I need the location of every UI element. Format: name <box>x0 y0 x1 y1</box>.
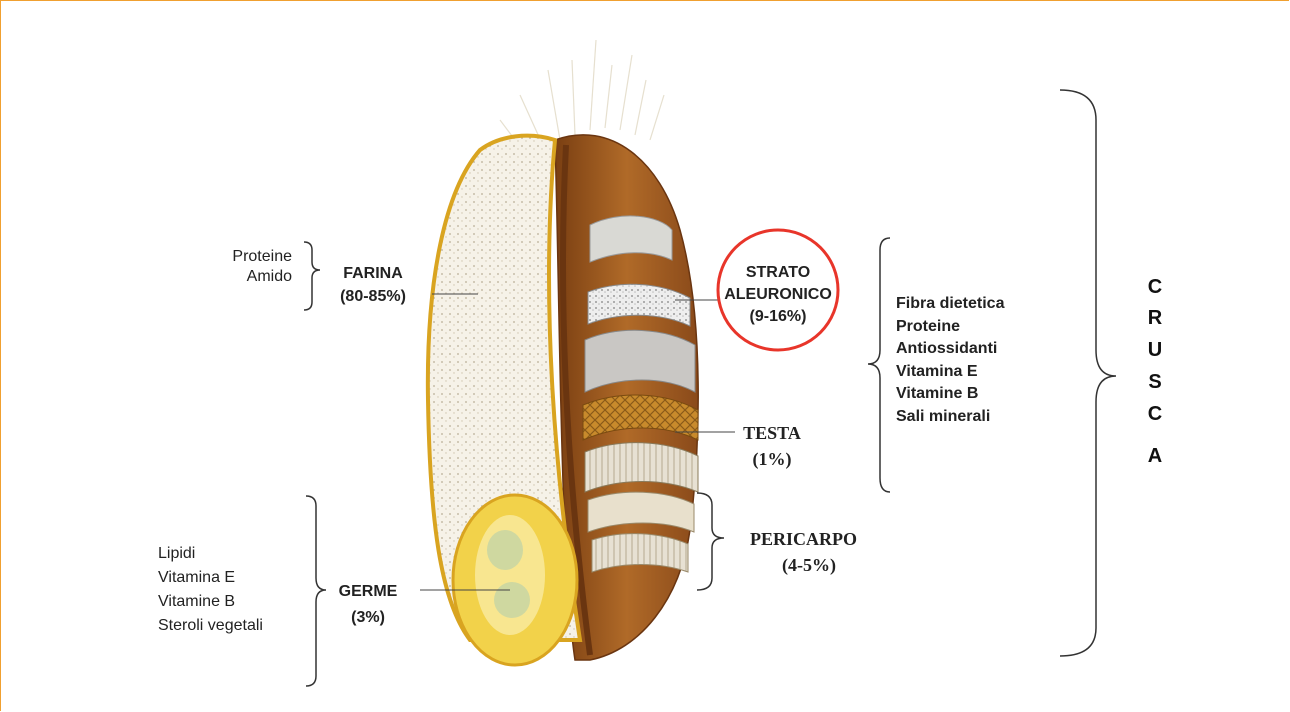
germe-component-0: Lipidi <box>158 542 308 566</box>
crusca-letter-4: C <box>1140 403 1170 426</box>
bran-component-0: Fibra dietetica <box>896 293 1056 316</box>
bran-component-3: Vitamina E <box>896 361 1056 384</box>
farina-percent: (80-85%) <box>328 287 418 307</box>
crusca-letter-3: S <box>1140 371 1170 394</box>
strato-aleuronico-line2: ALEURONICO <box>718 284 838 306</box>
farina-component-1: Amido <box>200 267 292 287</box>
germe-brace <box>306 496 326 686</box>
farina-brace <box>304 242 320 310</box>
strato-aleuronico-percent: (9-16%) <box>718 306 838 328</box>
testa-percent: (1%) <box>732 448 812 470</box>
germe-percent: (3%) <box>328 608 408 628</box>
crusca-letter-5: A <box>1140 445 1170 468</box>
germe-components: Lipidi Vitamina E Vitamine B Steroli veg… <box>158 542 308 638</box>
germe-component-3: Steroli vegetali <box>158 614 308 638</box>
bran-component-4: Vitamine B <box>896 383 1056 406</box>
bran-components: Fibra dietetica Proteine Antiossidanti V… <box>896 293 1056 429</box>
crusca-letter-2: U <box>1140 339 1170 362</box>
aleurone-components-brace <box>868 238 890 492</box>
crusca-letter-1: R <box>1140 307 1170 330</box>
germe-component-1: Vitamina E <box>158 566 308 590</box>
farina-component-0: Proteine <box>200 247 292 267</box>
crusca-brace <box>1060 90 1116 656</box>
bran-component-1: Proteine <box>896 316 1056 339</box>
bran-component-5: Sali minerali <box>896 406 1056 429</box>
crusca-letter-0: C <box>1140 276 1170 299</box>
pericarpo-percent: (4-5%) <box>782 554 882 576</box>
pericarpo-brace <box>697 493 724 590</box>
germe-component-2: Vitamine B <box>158 590 308 614</box>
pericarpo-label: PERICARPO <box>750 528 890 550</box>
strato-aleuronico-label: STRATO ALEURONICO (9-16%) <box>718 262 838 328</box>
farina-components: Proteine Amido <box>200 247 292 287</box>
germe-label: GERME <box>328 582 408 602</box>
strato-aleuronico-line1: STRATO <box>718 262 838 284</box>
farina-label: FARINA <box>328 264 418 284</box>
bran-component-2: Antiossidanti <box>896 338 1056 361</box>
testa-label: TESTA <box>732 422 812 444</box>
